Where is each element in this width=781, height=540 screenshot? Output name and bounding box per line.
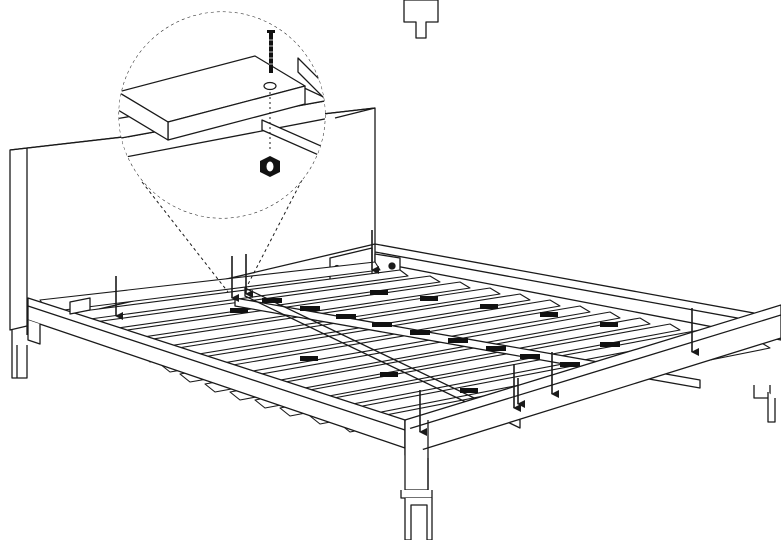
hex-nut-icon xyxy=(260,156,280,177)
footboard xyxy=(400,304,781,540)
side-rail-left xyxy=(27,297,406,449)
bolt-icon xyxy=(267,30,275,73)
slats xyxy=(39,261,771,433)
partial-leg-top xyxy=(403,0,439,39)
zoom-detail xyxy=(119,12,325,218)
placement-arrows xyxy=(115,230,699,436)
